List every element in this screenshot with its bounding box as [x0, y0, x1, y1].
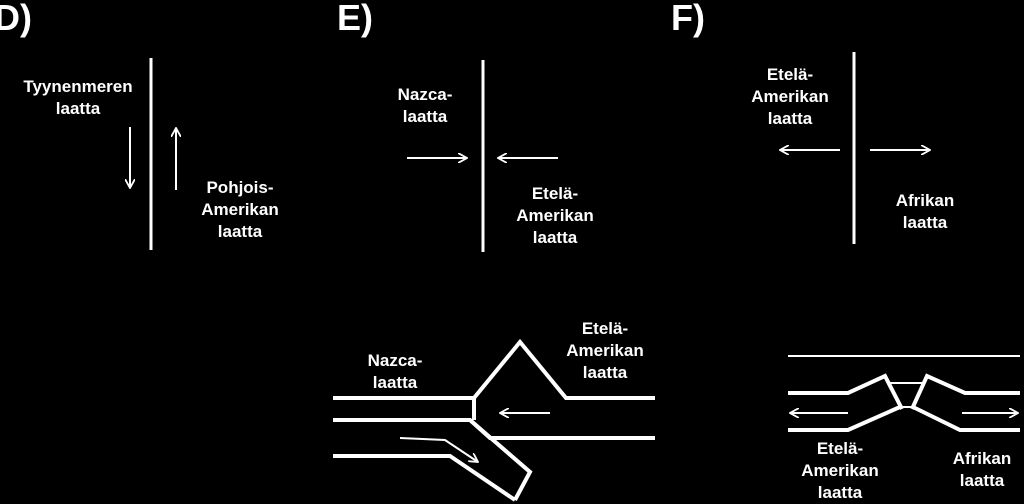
label-line: Etelä- [766, 65, 814, 84]
panel-e-left-plate-label: Nazca- laatta [385, 84, 465, 128]
right-plate-top [910, 373, 1020, 410]
right-plate-bottom [912, 405, 1020, 432]
label-line: Nazca- [397, 85, 453, 104]
section-arrow-subducting [399, 437, 478, 462]
panel-d-right-plate-label: Pohjois- Amerikan laatta [185, 177, 295, 243]
label-line: laatta [767, 109, 813, 128]
panel-e-section-left-plate-label: Nazca- laatta [350, 350, 440, 394]
panel-e-map [407, 60, 558, 252]
label-line: laatta [817, 483, 863, 502]
panel-f-section-left-plate-label: Etelä- Amerikan laatta [785, 438, 895, 504]
label-line: laatta [532, 228, 578, 247]
panel-e-section [333, 338, 655, 502]
label-line: Etelä- [581, 319, 629, 338]
label-line: Nazca- [367, 351, 423, 370]
panel-e-letter: E) [337, 0, 373, 38]
nazca-plate-middle [333, 418, 655, 440]
left-plate-top [788, 373, 904, 410]
panel-d-map [130, 58, 176, 250]
label-line: Pohjois- [206, 178, 274, 197]
label-line: laatta [55, 99, 101, 118]
label-line: Etelä- [531, 184, 579, 203]
label-line: Afrikan [952, 449, 1012, 468]
nazca-plate-slab [333, 454, 517, 502]
panel-f-letter: F) [671, 0, 705, 38]
label-line: Amerikan [801, 461, 879, 480]
label-line: Etelä- [816, 439, 864, 458]
panel-f-left-plate-label: Etelä- Amerikan laatta [735, 64, 845, 130]
panel-d-left-plate-label: Tyynenmeren laatta [16, 76, 140, 120]
panel-e-section-right-plate-label: Etelä- Amerikan laatta [550, 318, 660, 384]
label-line: laatta [582, 363, 628, 382]
label-line: laatta [217, 222, 263, 241]
label-line: Afrikan [895, 191, 955, 210]
label-line: laatta [959, 471, 1005, 490]
andes-mountain [472, 338, 655, 420]
panel-f-section [788, 355, 1020, 432]
label-line: Amerikan [566, 341, 644, 360]
panel-f-section-right-plate-label: Afrikan laatta [937, 448, 1024, 492]
label-line: Tyynenmeren [23, 77, 133, 96]
panel-e-right-plate-label: Etelä- Amerikan laatta [500, 183, 610, 249]
label-line: Amerikan [516, 206, 594, 225]
panel-d-letter: D) [0, 0, 32, 38]
label-line: laatta [402, 107, 448, 126]
slab-end [468, 418, 533, 501]
left-plate-bottom [788, 405, 901, 432]
panel-f-map [780, 52, 930, 244]
label-line: Amerikan [201, 200, 279, 219]
label-line: Amerikan [751, 87, 829, 106]
label-line: laatta [372, 373, 418, 392]
panel-f-right-plate-label: Afrikan laatta [880, 190, 970, 234]
label-line: laatta [902, 213, 948, 232]
